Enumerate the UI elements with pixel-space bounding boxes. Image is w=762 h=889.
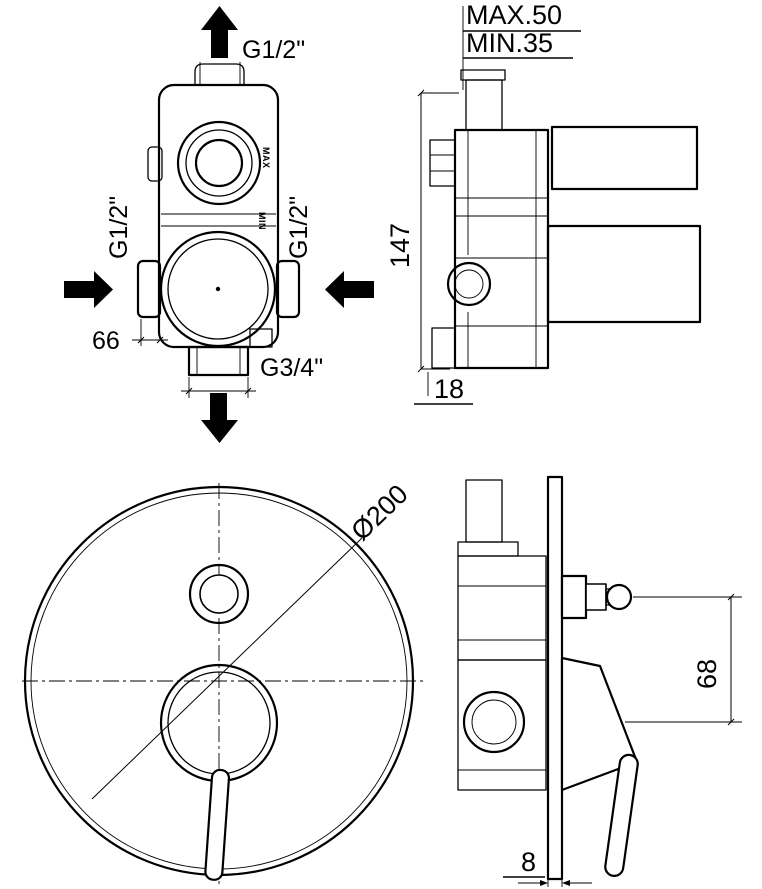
flow-arrow-up-icon [201,6,238,58]
height-dimension: 147 [385,89,459,373]
offset-dimension: 66 [92,319,168,355]
wall-plate-side [546,475,564,881]
plate-diameter-label: Ø200 [345,479,413,546]
valve-body-front: MAX MIN [136,63,301,377]
front-view-rough-in: G1/2" MAX MIN [64,6,374,443]
bottom-port-dimension: G3/4" [181,354,323,398]
diverter-knob-side [560,574,633,620]
depth-dimension: 18 [414,372,473,405]
top-port-label: G1/2" [242,36,305,64]
diverter-button-front [188,563,250,625]
handle-front [159,663,279,881]
left-port-label: G1/2" [105,196,133,259]
spacing-dim-label: 68 [692,659,722,689]
right-port-label: G1/2" [285,196,313,259]
flow-arrow-right-inlet-icon [325,271,374,308]
handle-lever-side [604,753,639,878]
front-view-trim-plate: Ø200 [22,479,424,886]
max-depth-label: MAX.50 [466,0,562,30]
lower-mounting-lug [546,224,702,324]
min-depth-label: MIN.35 [466,28,553,58]
depth-dim-label: 18 [434,374,464,404]
concealed-body-side [457,479,547,791]
flow-arrow-left-inlet-icon [64,271,113,308]
side-view-rough-in: MAX.50 MIN.35 147 [385,0,702,405]
handle-side [560,656,639,878]
valve-body-side [429,69,702,370]
min-marking: MIN [257,212,267,230]
handle-lever-front [204,768,231,881]
upper-mounting-lug [550,125,699,191]
plate-thickness-label: 8 [521,847,536,877]
height-dim-label: 147 [385,223,415,268]
max-marking: MAX [261,147,271,169]
spacing-dimension: 68 [625,593,742,726]
side-view-installed: 68 8 [457,475,742,887]
flow-arrow-down-icon [201,393,238,443]
diameter-annotation: Ø200 [91,479,414,800]
plate-thickness-dimension: 8 [503,847,592,887]
bottom-port-label: G3/4" [260,354,323,382]
offset-dim-label: 66 [92,327,120,355]
